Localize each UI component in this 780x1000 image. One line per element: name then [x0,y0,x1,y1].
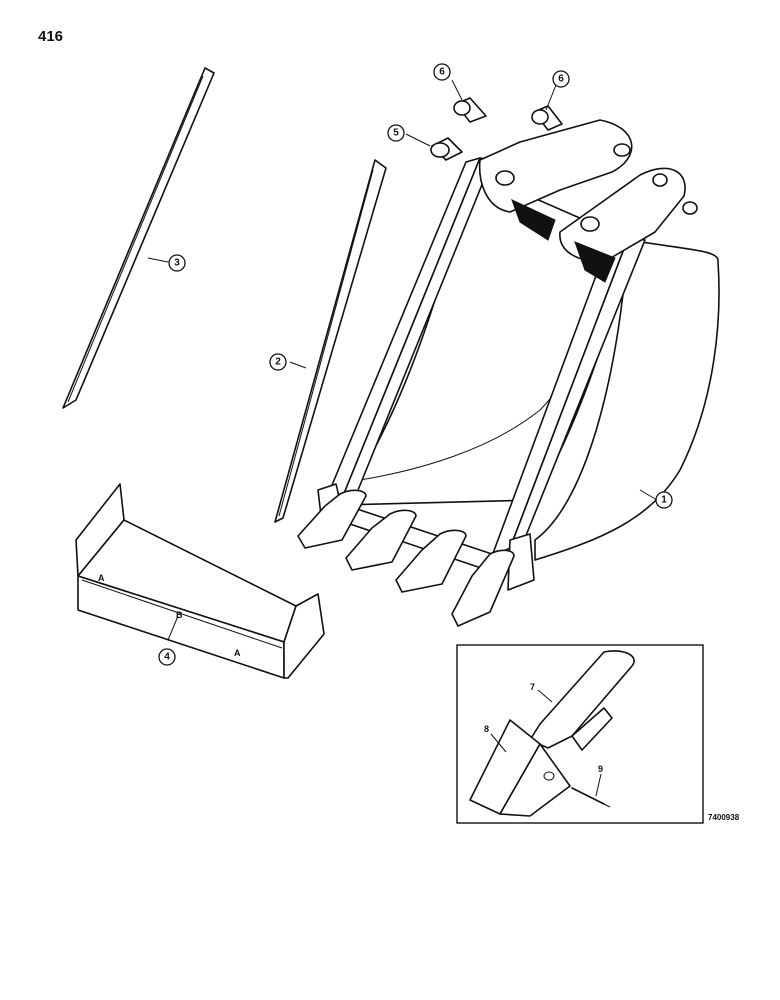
figure-code: 7400938 [708,813,740,822]
svg-text:1: 1 [661,495,667,506]
svg-text:3: 3 [174,258,180,269]
leader-lines [147,79,658,797]
label-7: 7 [530,682,535,692]
svg-text:4: 4 [164,652,170,663]
callout-4: 4 [158,648,176,666]
tooth-detail-inset [456,644,704,824]
callout-3: 3 [168,254,186,272]
svg-text:6: 6 [439,67,445,78]
bucket [297,119,720,627]
cutting-edge: A B A [75,483,325,679]
callout-6-right: 6 [552,70,570,88]
bushing-6b [531,105,563,131]
edge-mark-right: A [234,648,241,658]
svg-text:2: 2 [275,357,281,368]
label-8: 8 [484,724,489,734]
page-number: 416 [38,28,64,45]
callout-6-left: 6 [433,63,451,81]
label-9: 9 [598,764,603,774]
bucket-teeth [297,489,515,627]
svg-text:5: 5 [393,128,399,139]
side-cutter-right [274,159,387,523]
svg-text:6: 6 [558,74,564,85]
callout-1: 1 [655,491,673,509]
edge-mark-mid: B [176,610,183,620]
bushing-5 [430,137,463,161]
callout-5: 5 [387,124,405,142]
side-cutter-left [62,67,215,409]
callout-2: 2 [269,353,287,371]
edge-mark-left: A [98,573,105,583]
bushing-6a [453,97,487,123]
